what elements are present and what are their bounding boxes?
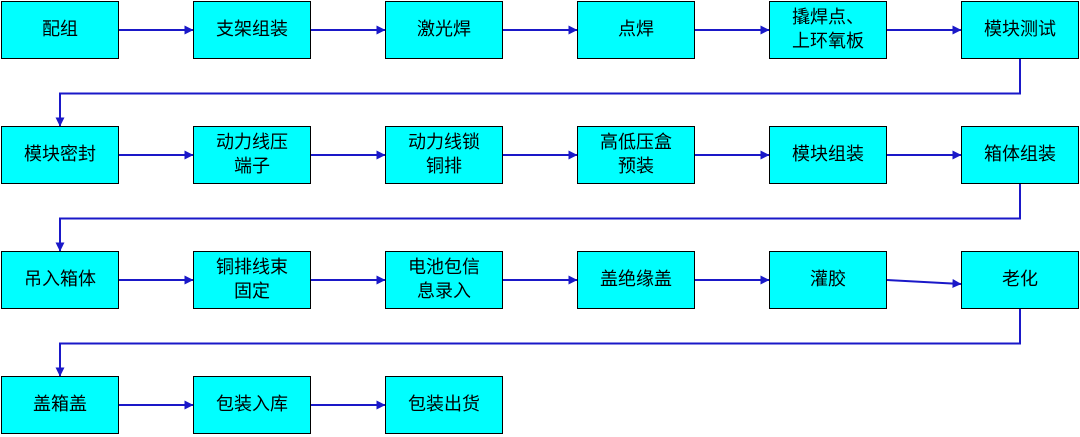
step-box-dianchibao-xinxi: 电池包信 息录入 [385, 251, 503, 309]
connector-laohua-to-gai-xianggai [55, 309, 1021, 377]
step-box-zhijia-zuzhuang: 支架组装 [193, 1, 311, 59]
step-box-gai-xianggai: 盖箱盖 [1, 376, 119, 434]
connector-mokuai-ceshi-to-mokuai-mifeng [55, 59, 1021, 127]
step-box-diaoru-xiangti: 吊入箱体 [1, 251, 119, 309]
step-box-gai-jueyuangai: 盖绝缘盖 [577, 251, 695, 309]
step-box-donglixian-yaduanzi: 动力线压 端子 [193, 126, 311, 184]
step-box-mokuai-mifeng: 模块密封 [1, 126, 119, 184]
step-box-gaodi-yahe: 高低压盒 预装 [577, 126, 695, 184]
step-box-xiangti-zuzhuang: 箱体组装 [961, 126, 1079, 184]
arrow-guanjiao-to-laohua [886, 279, 962, 289]
step-box-peizu: 配组 [1, 1, 119, 59]
step-box-donglixian-suotongpai: 动力线锁 铜排 [385, 126, 503, 184]
step-box-mokuai-ceshi: 模块测试 [961, 1, 1079, 59]
step-box-mokuai-zuzhuang: 模块组装 [769, 126, 887, 184]
step-box-baozhuang-ruku: 包装入库 [193, 376, 311, 434]
step-box-guanjiao: 灌胶 [769, 251, 887, 309]
step-box-qiaohandian: 撬焊点、 上环氧板 [769, 1, 887, 59]
connector-xiangti-zuzhuang-to-diaoru-xiangti [55, 184, 1021, 252]
step-box-laohua: 老化 [961, 251, 1079, 309]
step-box-dianhan: 点焊 [577, 1, 695, 59]
step-box-tongpai-xianshu: 铜排线束 固定 [193, 251, 311, 309]
step-box-jiguanghan: 激光焊 [385, 1, 503, 59]
step-box-baozhuang-chuhuo: 包装出货 [385, 376, 503, 434]
